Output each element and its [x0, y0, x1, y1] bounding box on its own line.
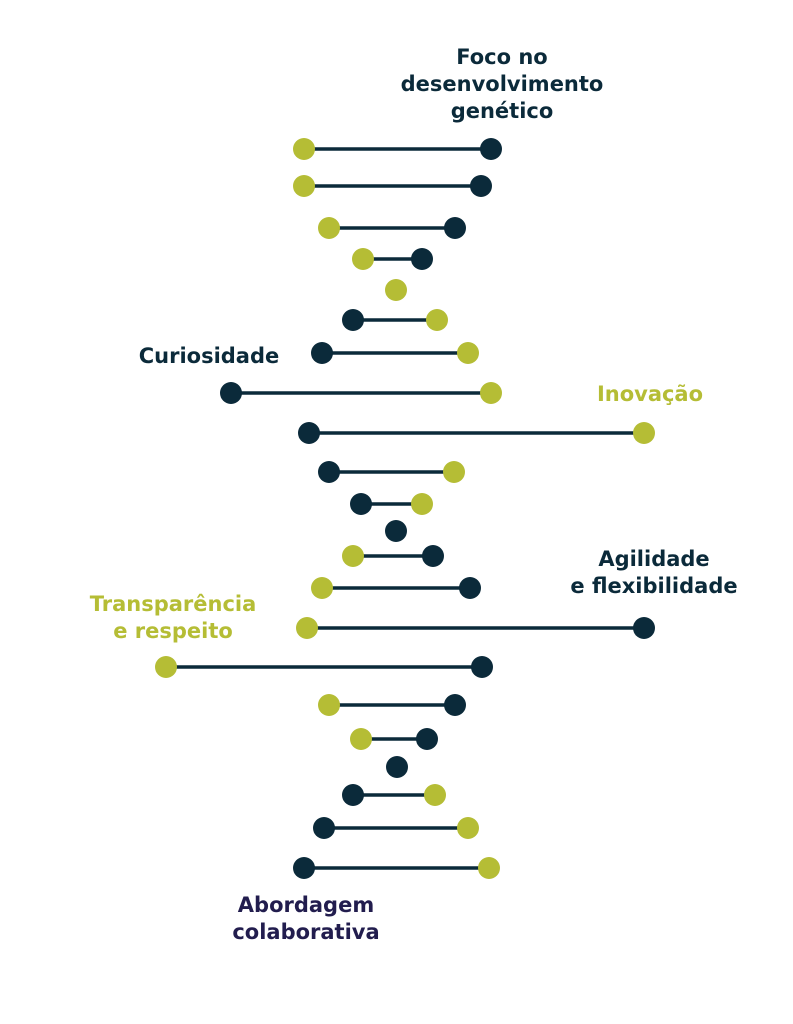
helix-node-11-left: [350, 493, 372, 515]
helix-node-4-left: [352, 248, 374, 270]
label-inovacao: Inovação: [580, 381, 720, 408]
helix-node-16-left: [155, 656, 177, 678]
helix-node-18-left: [350, 728, 372, 750]
helix-node-3-left: [318, 217, 340, 239]
label-foco-line-1: Foco no: [456, 45, 548, 69]
helix-node-22-right: [478, 857, 500, 879]
label-inovacao-text: Inovação: [596, 382, 704, 406]
helix-node-17-right: [444, 694, 466, 716]
label-foco-line-3: genético: [450, 99, 554, 123]
label-transparencia-line-1: Transparência: [89, 592, 257, 616]
helix-node-21-left: [313, 817, 335, 839]
helix-node-17-left: [318, 694, 340, 716]
helix-node-2-right: [470, 175, 492, 197]
helix-node-6-right: [426, 309, 448, 331]
helix-node-15-left: [296, 617, 318, 639]
helix-node-8-left: [220, 382, 242, 404]
helix-node-9-left: [298, 422, 320, 444]
helix-node-6-left: [342, 309, 364, 331]
helix-node-20-right: [424, 784, 446, 806]
helix-node-7-left: [311, 342, 333, 364]
helix-node-10-left: [318, 461, 340, 483]
helix-node-13-right: [422, 545, 444, 567]
label-curiosidade-text: Curiosidade: [138, 344, 280, 368]
helix-node-16-right: [471, 656, 493, 678]
label-abordagem-colaborativa: Abordagem colaborativa: [210, 892, 402, 946]
helix-node-22-left: [293, 857, 315, 879]
helix-node-9-right: [633, 422, 655, 444]
helix-node-4-right: [411, 248, 433, 270]
label-transparencia-line-2: e respeito: [113, 619, 233, 643]
helix-node-10-right: [443, 461, 465, 483]
helix-node-2-left: [293, 175, 315, 197]
helix-node-3-right: [444, 217, 466, 239]
helix-node-21-right: [457, 817, 479, 839]
helix-node-13-left: [342, 545, 364, 567]
label-foco-desenvolvimento-genetico: Foco no desenvolvimento genético: [380, 44, 624, 125]
label-agilidade-line-1: Agilidade: [598, 547, 710, 571]
label-agilidade-flexibilidade: Agilidade e flexibilidade: [550, 546, 758, 600]
label-agilidade-line-2: e flexibilidade: [570, 574, 738, 598]
label-transparencia-respeito: Transparência e respeito: [70, 591, 276, 645]
helix-node-5-left: [385, 279, 407, 301]
helix-node-14-right: [459, 577, 481, 599]
label-foco-line-2: desenvolvimento: [400, 72, 604, 96]
helix-node-12-left: [385, 520, 407, 542]
label-abordagem-line-1: Abordagem: [237, 893, 375, 917]
helix-node-19-left: [386, 756, 408, 778]
helix-node-15-right: [633, 617, 655, 639]
helix-node-18-right: [416, 728, 438, 750]
helix-node-11-right: [411, 493, 433, 515]
helix-node-14-left: [311, 577, 333, 599]
label-curiosidade: Curiosidade: [120, 343, 298, 370]
helix-node-1-right: [480, 138, 502, 160]
label-abordagem-line-2: colaborativa: [232, 920, 380, 944]
helix-node-1-left: [293, 138, 315, 160]
helix-node-20-left: [342, 784, 364, 806]
helix-node-7-right: [457, 342, 479, 364]
helix-node-8-right: [480, 382, 502, 404]
